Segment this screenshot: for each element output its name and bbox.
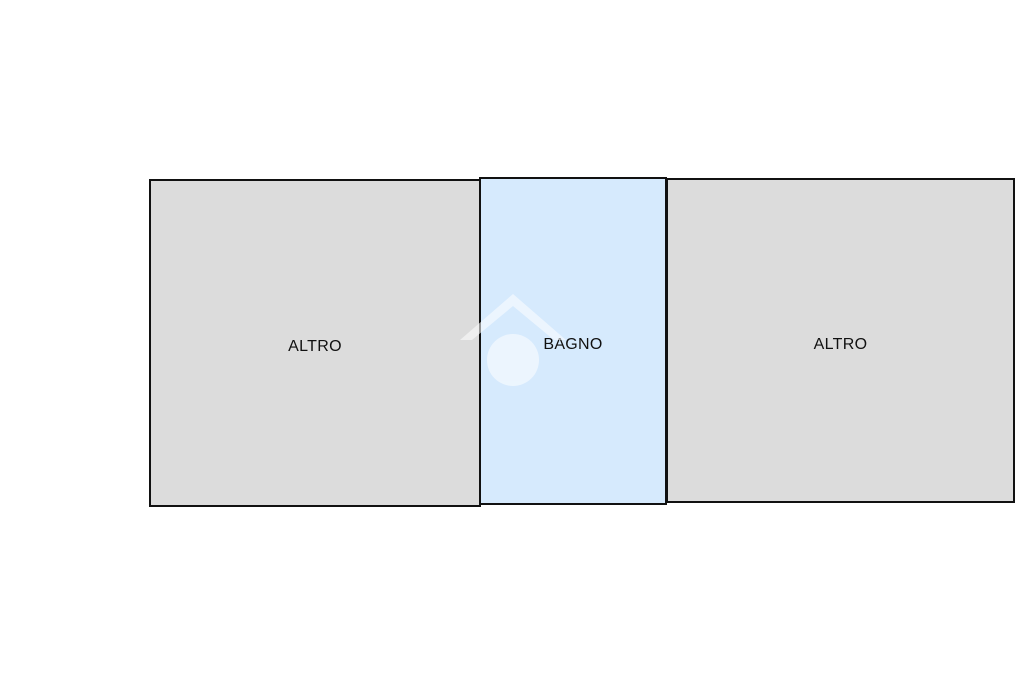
room-label: BAGNO bbox=[543, 336, 603, 353]
room-label: ALTRO bbox=[288, 338, 342, 355]
room-altro-left: ALTRO bbox=[149, 179, 481, 507]
room-altro-right: ALTRO bbox=[666, 178, 1015, 503]
room-label: ALTRO bbox=[813, 335, 868, 353]
room-bagno: BAGNO bbox=[479, 177, 667, 505]
